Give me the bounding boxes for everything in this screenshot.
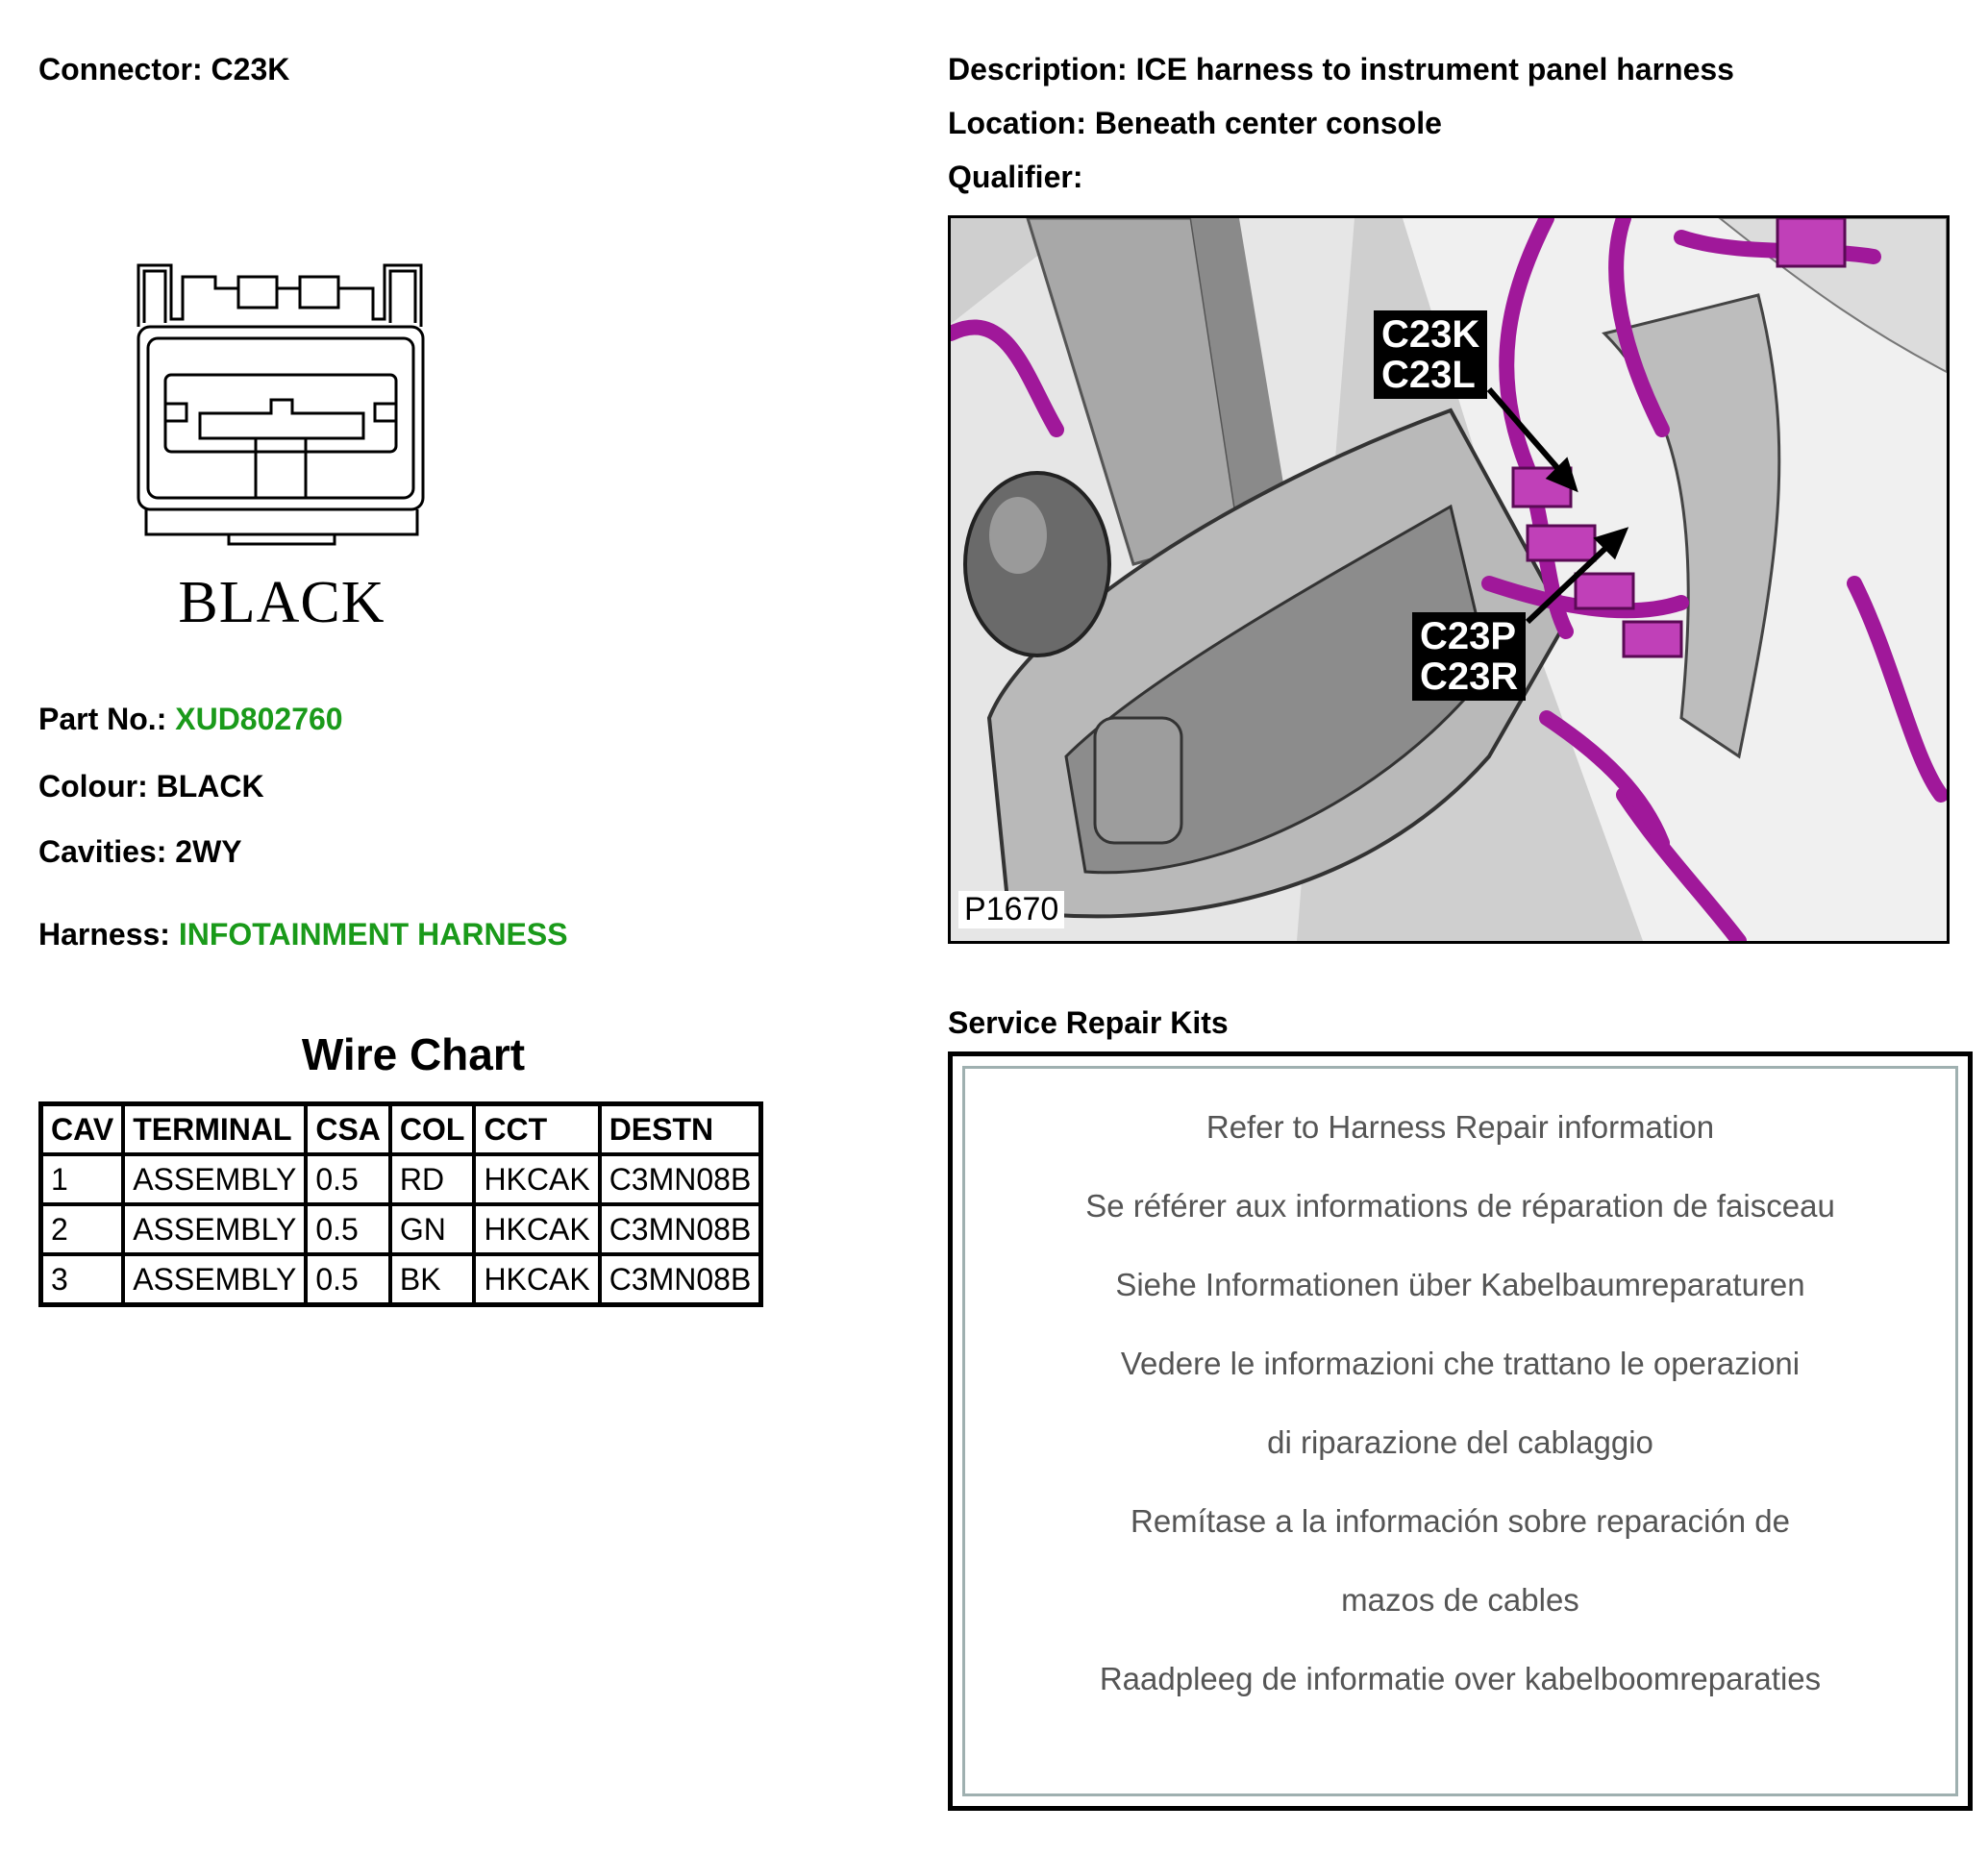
- callout-line: C23K: [1381, 313, 1480, 356]
- service-repair-kits-title: Service Repair Kits: [948, 1005, 1229, 1040]
- wire-chart-table: CAV TERMINAL CSA COL CCT DESTN 1 ASSEMBL…: [38, 1101, 764, 1307]
- description-field: Description: ICE harness to instrument p…: [948, 52, 1734, 87]
- cell-cct: HKCAK: [472, 1252, 602, 1307]
- cell-destn: C3MN08B: [597, 1252, 763, 1307]
- header-col: COL: [387, 1101, 477, 1156]
- illustration-reference: P1670: [958, 891, 1065, 928]
- callout-c23k-c23l: C23K C23L: [1374, 310, 1488, 399]
- connector-label: Connector:: [38, 52, 203, 87]
- cell-terminal: ASSEMBLY: [121, 1152, 309, 1206]
- repair-info-line-fr: Se référer aux informations de réparatio…: [1085, 1188, 1835, 1224]
- callout-line: C23R: [1420, 655, 1519, 698]
- cell-csa: 0.5: [304, 1152, 392, 1206]
- harness-field: Harness: INFOTAINMENT HARNESS: [38, 917, 568, 952]
- part-number-label: Part No.:: [38, 702, 167, 736]
- wire-chart-title: Wire Chart: [301, 1029, 526, 1079]
- connector-colour-label: BLACK: [178, 570, 385, 635]
- callout-line: C23P: [1420, 615, 1517, 657]
- location-field: Location: Beneath center console: [948, 106, 1442, 141]
- cell-col: BK: [387, 1252, 477, 1307]
- service-repair-kits-inner: Refer to Harness Repair information Se r…: [962, 1066, 1958, 1796]
- connector-field: Connector: C23K: [38, 52, 289, 87]
- repair-info-line-it-1: Vedere le informazioni che trattano le o…: [1120, 1346, 1801, 1381]
- cell-destn: C3MN08B: [597, 1202, 763, 1256]
- cell-cct: HKCAK: [472, 1152, 602, 1206]
- description-label: Description:: [948, 52, 1128, 87]
- colour-value: BLACK: [156, 769, 264, 804]
- harness-link[interactable]: INFOTAINMENT HARNESS: [178, 917, 568, 952]
- colour-label: Colour:: [38, 769, 148, 804]
- cell-cav: 3: [38, 1252, 126, 1307]
- connector-value: C23K: [211, 52, 290, 87]
- cell-col: GN: [387, 1202, 477, 1256]
- table-row: 3 ASSEMBLY 0.5 BK HKCAK C3MN08B: [38, 1252, 763, 1307]
- location-value: Beneath center console: [1094, 106, 1442, 140]
- cell-cav: 2: [38, 1202, 126, 1256]
- console-illustration: [951, 218, 1947, 941]
- header-cct: CCT: [472, 1101, 602, 1156]
- part-number-field: Part No.: XUD802760: [38, 702, 343, 737]
- repair-info-line-it-2: di riparazione del cablaggio: [1267, 1424, 1653, 1460]
- table-header-row: CAV TERMINAL CSA COL CCT DESTN: [38, 1101, 763, 1156]
- cell-cct: HKCAK: [472, 1202, 602, 1256]
- header-terminal: TERMINAL: [121, 1101, 309, 1156]
- qualifier-field: Qualifier:: [948, 160, 1082, 195]
- cavities-field: Cavities: 2WY: [38, 834, 242, 870]
- qualifier-label: Qualifier:: [948, 160, 1083, 194]
- location-illustration: C23K C23L C23P C23R P1670: [948, 215, 1950, 944]
- header-csa: CSA: [304, 1101, 392, 1156]
- repair-info-line-nl: Raadpleeg de informatie over kabelboomre…: [1099, 1661, 1822, 1696]
- cavities-label: Cavities:: [38, 834, 167, 869]
- connector-face-diagram: [137, 263, 425, 546]
- cell-terminal: ASSEMBLY: [121, 1252, 309, 1307]
- repair-info-line-es-2: mazos de cables: [1341, 1582, 1579, 1618]
- cell-csa: 0.5: [304, 1252, 392, 1307]
- service-repair-kits-box: Refer to Harness Repair information Se r…: [948, 1051, 1973, 1811]
- repair-info-line-es-1: Remítase a la información sobre reparaci…: [1130, 1503, 1791, 1539]
- location-label: Location:: [948, 106, 1086, 140]
- header-destn: DESTN: [597, 1101, 763, 1156]
- table-row: 1 ASSEMBLY 0.5 RD HKCAK C3MN08B: [38, 1152, 763, 1206]
- header-cav: CAV: [38, 1101, 126, 1156]
- cell-col: RD: [387, 1152, 477, 1206]
- description-value: ICE harness to instrument panel harness: [1135, 52, 1734, 87]
- cavities-value: 2WY: [175, 834, 242, 869]
- cell-destn: C3MN08B: [597, 1152, 763, 1206]
- table-row: 2 ASSEMBLY 0.5 GN HKCAK C3MN08B: [38, 1202, 763, 1256]
- callout-c23p-c23r: C23P C23R: [1412, 612, 1527, 701]
- cell-csa: 0.5: [304, 1202, 392, 1256]
- callout-line: C23L: [1381, 354, 1476, 396]
- cell-terminal: ASSEMBLY: [121, 1202, 309, 1256]
- part-number-link[interactable]: XUD802760: [175, 702, 343, 736]
- cell-cav: 1: [38, 1152, 126, 1206]
- repair-info-line-de: Siehe Informationen über Kabelbaumrepara…: [1115, 1267, 1805, 1302]
- harness-label: Harness:: [38, 917, 170, 952]
- colour-field: Colour: BLACK: [38, 769, 264, 804]
- repair-info-line-en: Refer to Harness Repair information: [1205, 1109, 1715, 1145]
